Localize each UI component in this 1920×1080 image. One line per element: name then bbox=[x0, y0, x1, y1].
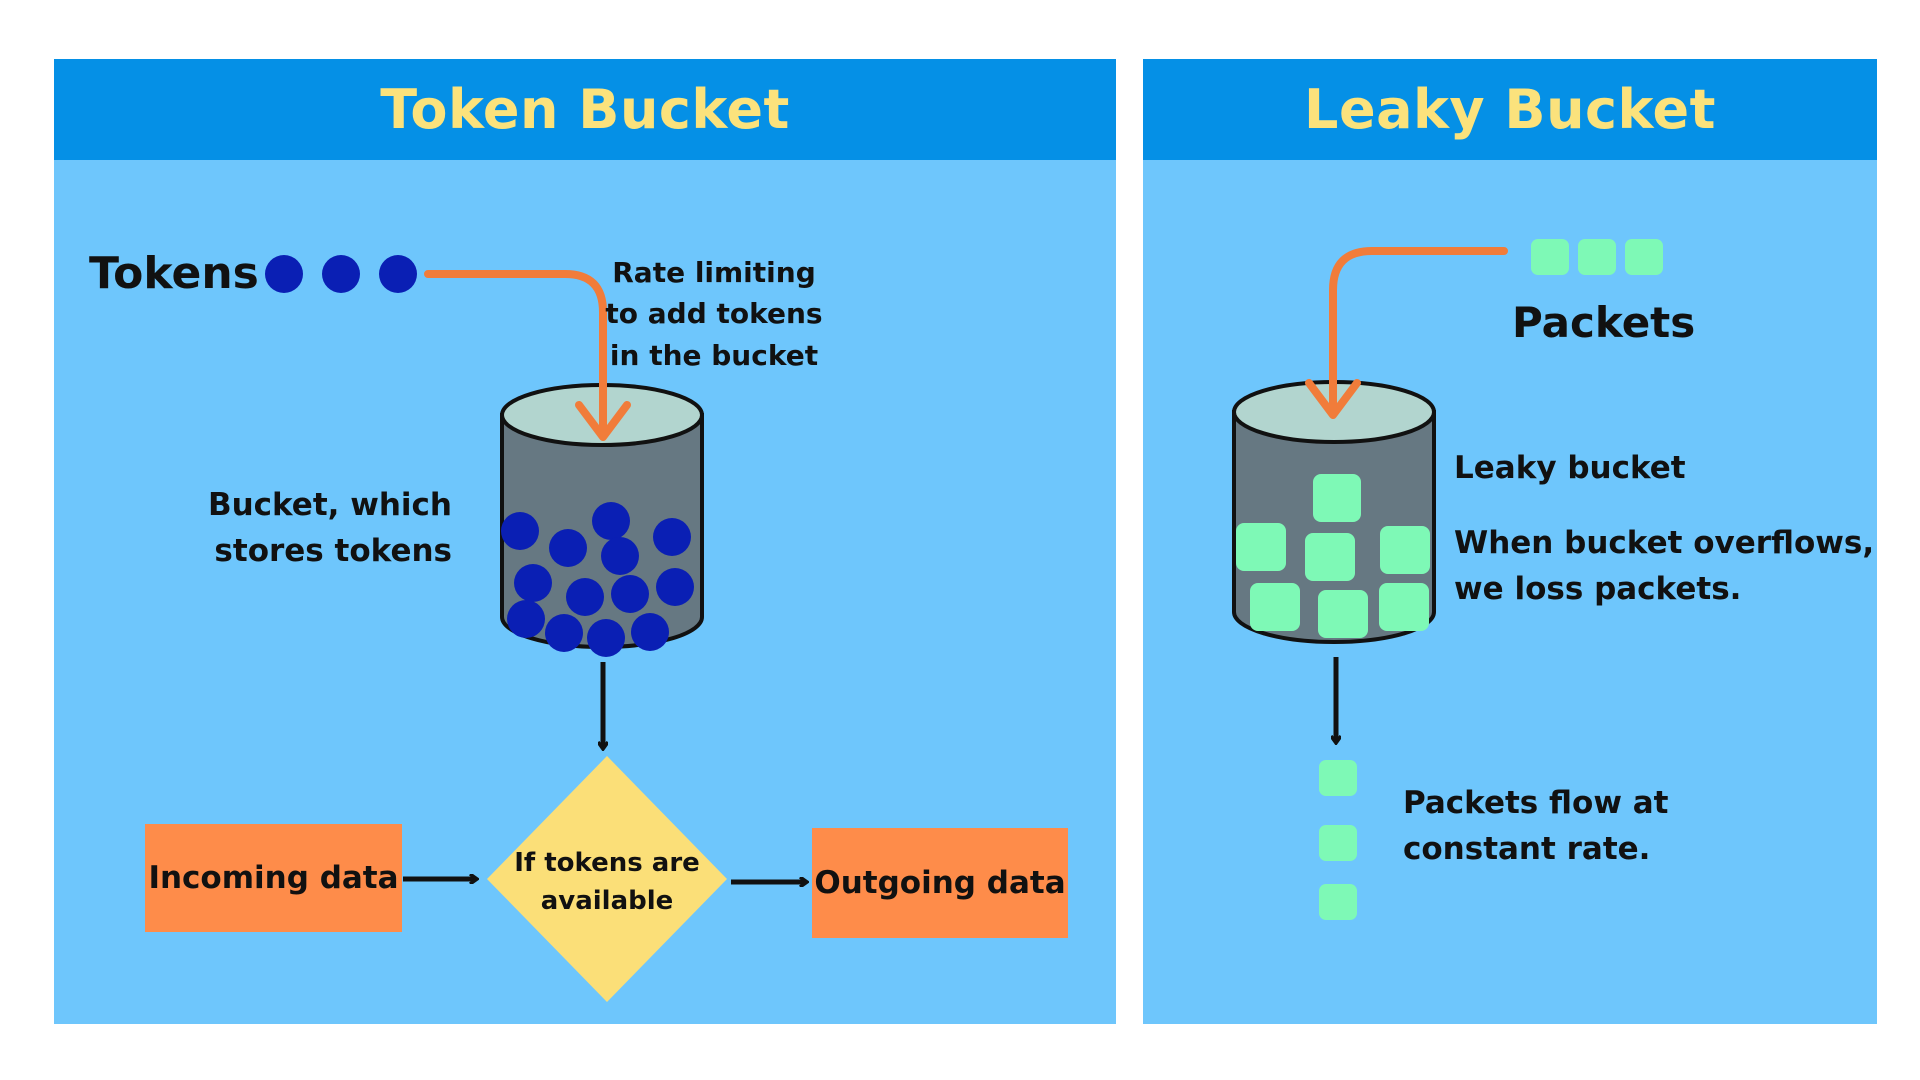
packet bbox=[1319, 760, 1357, 796]
decision-label-line: If tokens are bbox=[514, 848, 700, 878]
incoming-data-box: Incoming data bbox=[145, 824, 402, 932]
packet-input-arrow bbox=[1305, 247, 1508, 419]
token bbox=[549, 529, 587, 567]
rate-note-line: in the bucket bbox=[609, 338, 819, 372]
packet bbox=[1531, 239, 1569, 275]
decision-label: If tokens are available bbox=[497, 844, 717, 920]
stored-tokens bbox=[501, 502, 694, 657]
overflow-note-line: When bucket overflows, bbox=[1454, 525, 1875, 561]
token bbox=[587, 619, 625, 657]
token-bucket-title: Token Bucket bbox=[54, 59, 1116, 160]
token-dots bbox=[265, 255, 417, 293]
token bbox=[601, 537, 639, 575]
flow-note: Packets flow at constant rate. bbox=[1403, 781, 1669, 873]
rate-note-line: Rate limiting bbox=[612, 256, 816, 289]
overflow-note-line: we loss packets. bbox=[1454, 570, 1742, 607]
decision-label-line: available bbox=[540, 886, 674, 917]
token bbox=[592, 502, 630, 540]
packet bbox=[1305, 533, 1355, 581]
packet bbox=[1319, 825, 1357, 861]
stored-packets bbox=[1236, 474, 1430, 638]
packet bbox=[1380, 526, 1430, 574]
token bbox=[514, 564, 552, 602]
token bbox=[545, 614, 583, 652]
token-dot bbox=[379, 255, 417, 293]
bucket-note-line: Bucket, which bbox=[207, 487, 452, 523]
token bbox=[653, 518, 691, 556]
decision-diamond bbox=[487, 756, 727, 1002]
bucket-note: Bucket, which stores tokens bbox=[200, 483, 452, 575]
leaky-bucket-panel: Leaky Bucket bbox=[1143, 59, 1877, 1024]
rate-note-line: to add tokens bbox=[605, 297, 823, 331]
token-refill-arrow bbox=[424, 270, 631, 441]
overflow-note: When bucket overflows, we loss packets. bbox=[1454, 521, 1874, 613]
token-dot bbox=[322, 255, 360, 293]
packet bbox=[1319, 884, 1357, 920]
packet bbox=[1250, 583, 1300, 631]
packet bbox=[1578, 239, 1616, 275]
token bbox=[611, 575, 649, 613]
token bbox=[631, 613, 669, 651]
token bbox=[501, 512, 539, 550]
leaky-bucket-title: Leaky Bucket bbox=[1143, 59, 1877, 160]
packet bbox=[1236, 523, 1286, 571]
token bbox=[656, 568, 694, 606]
packet bbox=[1625, 239, 1663, 275]
packets-label: Packets bbox=[1512, 298, 1696, 347]
token bbox=[507, 600, 545, 638]
packet bbox=[1379, 583, 1429, 631]
leaky-bucket-label: Leaky bucket bbox=[1454, 450, 1686, 486]
flow-note-line: Packets flow at bbox=[1403, 785, 1669, 821]
rate-limiting-note: Rate limiting to add tokens in the bucke… bbox=[600, 252, 828, 376]
incoming-packets bbox=[1531, 239, 1663, 275]
token-dot bbox=[265, 255, 303, 293]
tokens-label: Tokens bbox=[89, 248, 259, 299]
bucket-note-line: stores tokens bbox=[214, 532, 452, 569]
token bbox=[566, 578, 604, 616]
packet bbox=[1318, 590, 1368, 638]
outgoing-packets bbox=[1319, 760, 1357, 920]
outgoing-data-box: Outgoing data bbox=[812, 828, 1068, 938]
packet bbox=[1313, 474, 1361, 522]
flow-note-line: constant rate. bbox=[1403, 830, 1651, 867]
